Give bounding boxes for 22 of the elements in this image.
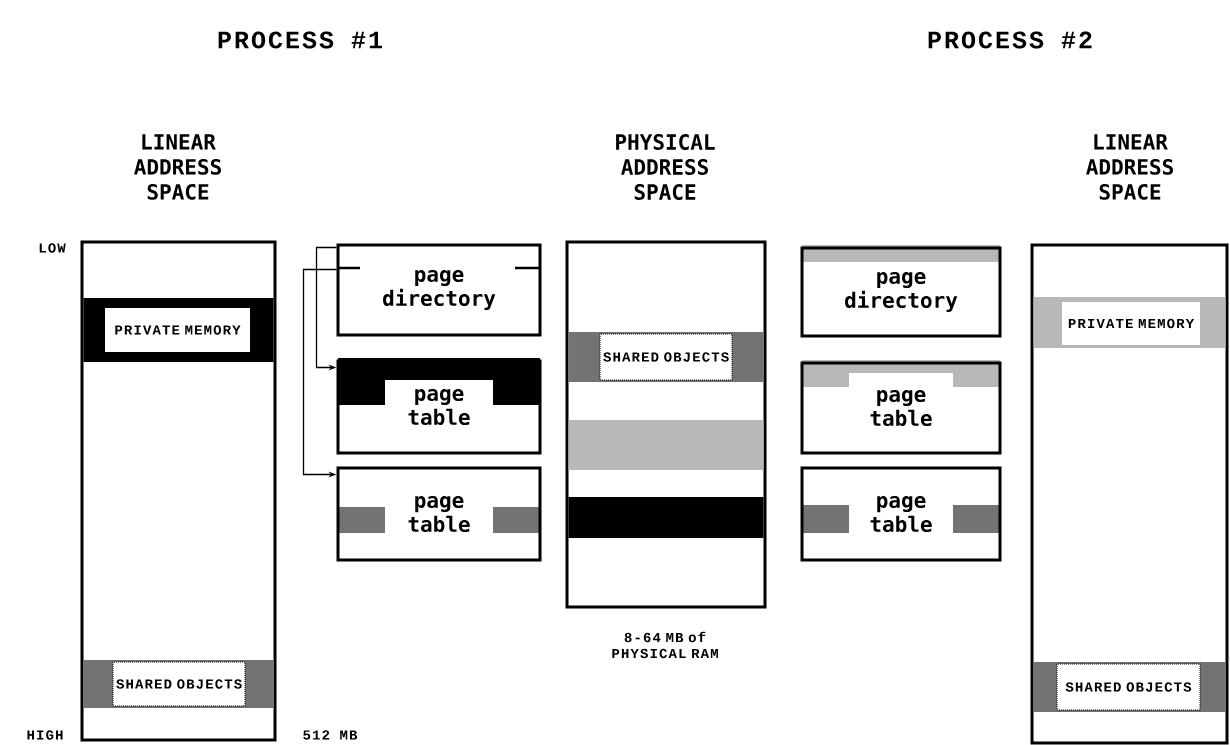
memory-band: SHARED OBJECTS: [568, 332, 764, 382]
memory-band: SHARED OBJECTS: [83, 660, 274, 708]
node-label: 8-64 MB of PHYSICAL RAM: [612, 631, 718, 659]
memory-band: [568, 497, 764, 538]
memory-band: SHARED OBJECTS: [1033, 662, 1226, 712]
page-box: page table: [800, 466, 1002, 562]
memory-band: PRIVATE MEMORY: [83, 298, 274, 362]
axis-label: LOW: [39, 243, 66, 253]
node-label: PHYSICAL ADDRESS SPACE: [616, 134, 715, 200]
page-box: page table: [800, 360, 1002, 455]
page-box: page table: [336, 358, 542, 455]
heading: PROCESS #2: [928, 31, 1092, 49]
page-box: page directory: [800, 245, 1002, 338]
page-box: page directory: [336, 243, 542, 337]
axis-label: HIGH: [27, 730, 63, 740]
page-box: page table: [336, 466, 542, 562]
axis-label: 512 MB: [303, 730, 358, 740]
node-label: LINEAR ADDRESS SPACE: [1086, 134, 1173, 200]
heading: PROCESS #1: [218, 31, 382, 49]
memory-band: PRIVATE MEMORY: [1033, 297, 1226, 348]
node-label: LINEAR ADDRESS SPACE: [134, 134, 221, 200]
memory-band: [568, 420, 764, 470]
